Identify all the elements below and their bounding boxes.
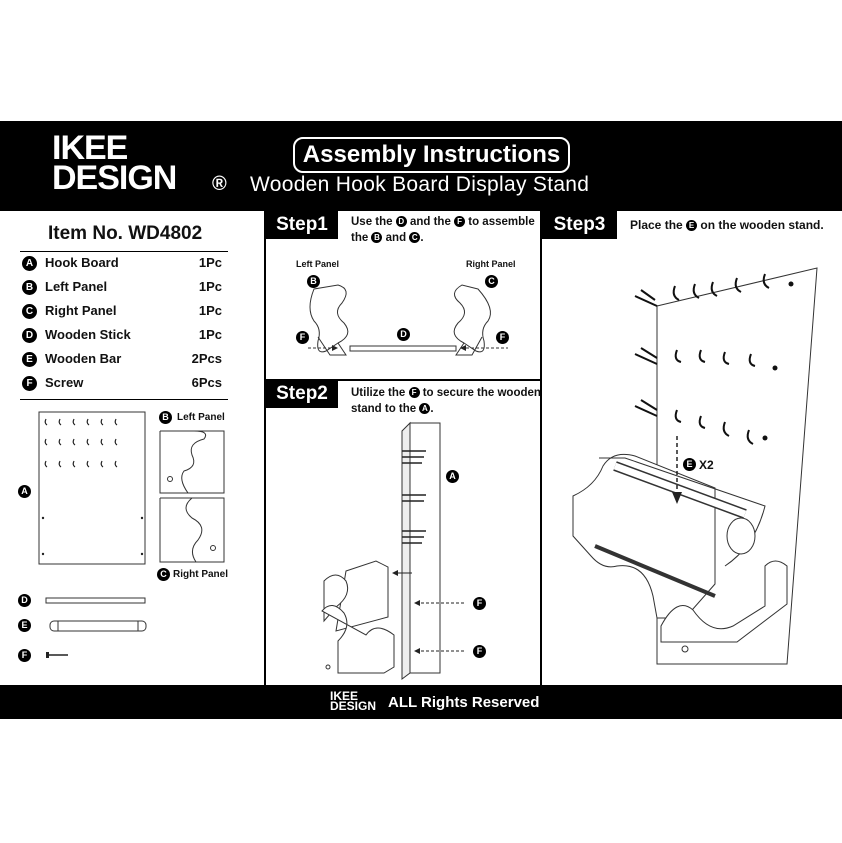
divider-2 [540,211,542,685]
step1-letter-d: D [395,216,407,228]
step2-letter-f: F [408,387,420,399]
step1-text-e: and [385,232,407,244]
screw-illustration [46,652,68,658]
step1-letter-b: B [371,232,383,244]
logo-line-1: IKEE [52,129,128,167]
step3-text: Place the E on the wooden stand. [630,217,824,233]
part-d-marker: D [18,594,31,607]
wooden-stick-illustration [45,597,146,604]
step2-marker-a: A [446,470,459,483]
part-letter: F [22,376,37,391]
wooden-bar-illustration [49,620,147,632]
step3-marker-e: E [683,458,696,471]
footer-logo-line-2: DESIGN [330,699,377,713]
part-name: Wooden Bar [45,351,122,366]
part-row: F Screw 6Pcs [20,372,228,396]
brand-logo: IKEE DESIGN ® [52,129,227,197]
step1-letter-c: C [409,232,421,244]
right-panel-illustration [159,497,225,563]
divider-3 [264,379,542,381]
step1-letter-f: F [454,216,466,228]
part-row: B Left Panel 1Pc [20,276,228,300]
parts-separator [20,399,228,400]
part-letter: A [22,256,37,271]
step1-marker-b: B [307,275,320,288]
part-b-marker: B [159,411,172,424]
item-number: Item No. WD4802 [48,223,203,244]
step1-marker-f-right: F [496,331,509,344]
part-letter: E [22,352,37,367]
part-row: A Hook Board 1Pc [20,252,228,276]
part-f-marker: F [18,649,31,662]
part-name: Screw [45,375,84,390]
part-row: D Wooden Stick 1Pc [20,324,228,348]
step2-text-c: stand to the [351,403,417,415]
part-letter: C [22,304,37,319]
part-name: Wooden Stick [45,327,131,342]
part-letter: D [22,328,37,343]
step2-marker-f-upper: F [473,597,486,610]
page-subtitle: Wooden Hook Board Display Stand [250,173,590,196]
step1-marker-f-left: F [296,331,309,344]
step1-marker-c: C [485,275,498,288]
step1-right-panel-label: Right Panel [466,259,516,269]
footer-banner: IKEE DESIGN ALL Rights Reserved [0,685,842,719]
logo-line-2: DESIGN [52,159,177,197]
step1-text-b: and the [409,216,451,228]
instruction-frame: Item No. WD4802 A Hook Board 1Pc B Left Pan… [0,211,842,685]
page-title: Assembly Instructions [293,137,570,173]
part-name: Left Panel [45,279,108,294]
part-a-marker: A [18,485,31,498]
step3-label: Step3 [542,211,617,239]
right-panel-label: Right Panel [173,569,229,580]
registered-mark: ® [212,173,227,195]
step2-text-a: Utilize the [351,387,406,399]
footer-logo-line-1: IKEE [330,689,359,703]
part-qty: 1Pc [198,279,222,294]
left-panel-illustration [159,430,225,494]
part-row: E Wooden Bar 2Pcs [20,348,228,372]
step2-text-d: . [430,403,434,415]
step2-marker-f-lower: F [473,645,486,658]
divider-1 [264,211,266,685]
step1-text: Use the D and the F to assemble the B an… [351,214,535,246]
part-qty: 1Pc [198,255,222,270]
part-qty: 1Pc [198,303,222,318]
step2-diagram [321,421,464,680]
parts-list: A Hook Board 1Pc B Left Panel 1Pc C Right Pan… [20,251,228,396]
step1-text-c: to assemble [468,216,535,228]
step2-text: Utilize the F to secure the wooden stand… [351,385,541,417]
header-banner: IKEE DESIGN ® Assembly Instructions Wood… [0,121,842,211]
hook-board-illustration [38,411,146,565]
step2-text-b: to secure the wooden [422,387,541,399]
step1-marker-d: D [397,328,410,341]
part-name: Right Panel [45,303,117,318]
step1-left-panel-label: Left Panel [296,259,340,269]
step1-text-d: the [351,232,369,244]
part-c-marker: C [157,568,170,581]
part-qty: 1Pc [198,327,222,342]
step3-letter-e: E [686,220,698,232]
step1-text-f: . [420,232,424,244]
step2-letter-a: A [419,403,431,415]
step1-diagram [308,284,508,356]
step3-text-b: on the wooden stand. [700,218,824,232]
step3-quantity-label: X2 [699,458,714,472]
step3-text-a: Place the [630,218,683,232]
part-row: C Right Panel 1Pc [20,300,228,324]
part-letter: B [22,280,37,295]
copyright-text: ALL Rights Reserved [388,694,540,711]
step2-label: Step2 [266,380,338,408]
step1-label: Step1 [266,211,338,239]
part-qty: 6Pcs [191,375,222,390]
footer-logo: IKEE DESIGN [330,689,377,713]
part-name: Hook Board [45,255,119,270]
step1-text-a: Use the [351,216,393,228]
part-e-marker: E [18,619,31,632]
part-qty: 2Pcs [191,351,222,366]
left-panel-label: Left Panel [177,412,225,423]
step3-diagram [572,267,818,665]
